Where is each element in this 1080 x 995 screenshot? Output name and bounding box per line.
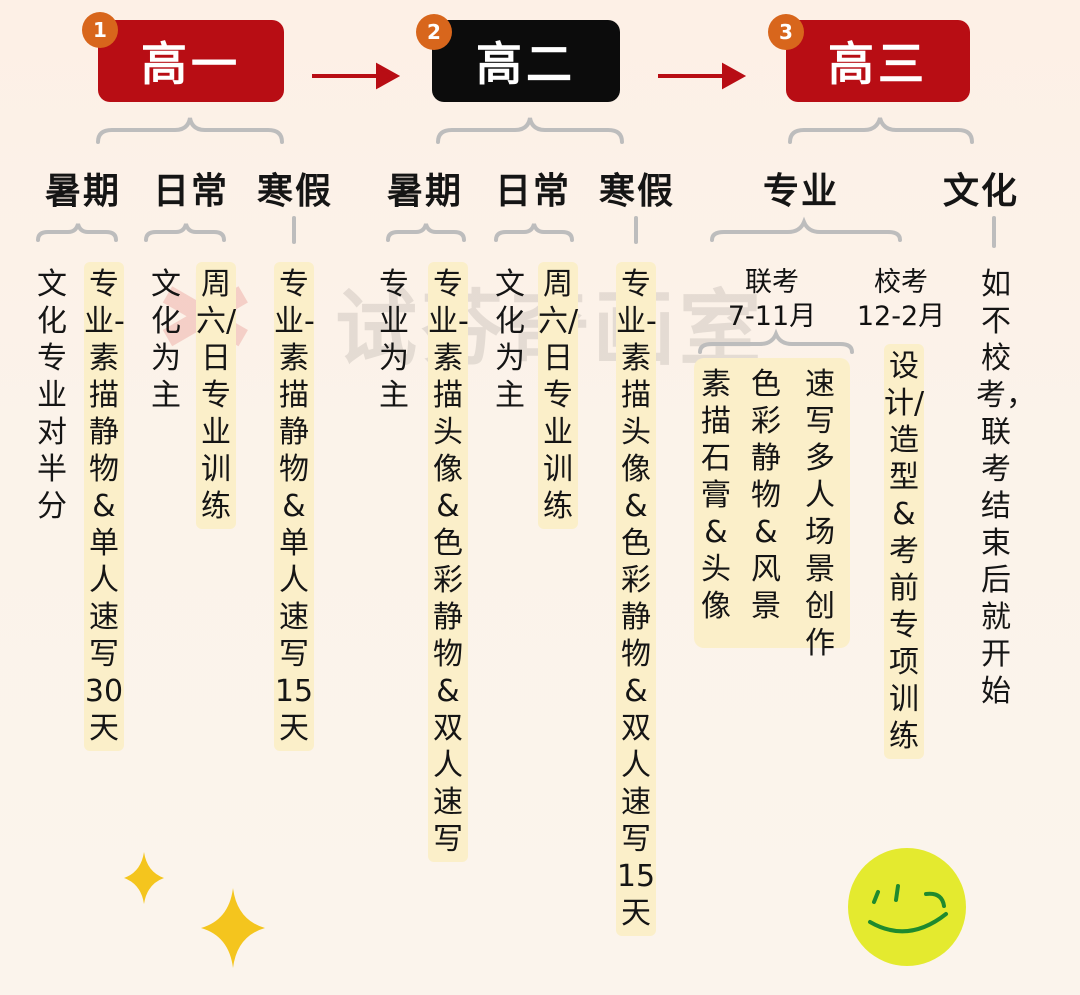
g2-summer-text-2: 专业-素描头像&色彩静物&双人速写 <box>428 262 469 862</box>
brace-icon <box>710 216 902 242</box>
g1-summer-text-1: 文化专业对半分 <box>37 267 67 524</box>
brace-icon <box>436 117 624 144</box>
joint-text-2: 色彩静物&风景 <box>751 367 781 624</box>
g2-summer-label: 暑期 <box>386 171 463 212</box>
g1-daily-text-2: 周六/日专业训练 <box>196 262 236 529</box>
arrow-right-icon <box>312 62 401 90</box>
brace-icon <box>144 223 226 242</box>
g2-winter-text: 专业-素描头像&色彩静物&双人速写15天 <box>616 262 657 936</box>
g1-summer-label: 暑期 <box>44 171 121 212</box>
sparkle-icon <box>201 888 265 968</box>
g2-daily-text-2: 周六/日专业训练 <box>538 262 578 529</box>
grade-1-box: 高一 <box>98 20 284 102</box>
g1-winter-text: 专业-素描静物&单人速写15天 <box>274 262 315 751</box>
brace-icon <box>96 117 284 144</box>
brace-icon <box>698 328 854 354</box>
g2-winter-label: 寒假 <box>598 171 675 212</box>
school-exam-label: 校考 12-2月 <box>848 266 954 334</box>
joint-exam-highlight <box>694 358 850 648</box>
culture-text: 如不校考，联考结束后就开始 <box>976 267 1036 709</box>
joint-exam-title: 联考 <box>745 267 799 298</box>
g3-culture-label: 文化 <box>942 171 1019 212</box>
g3-major-label: 专业 <box>762 171 839 212</box>
grade-2-badge: 2 <box>416 14 452 50</box>
g2-summer-text-1: 专业为主 <box>379 267 409 413</box>
grade-1-badge: 1 <box>82 12 118 48</box>
grade-3-title: 高三 <box>828 37 928 91</box>
smiley-icon <box>848 848 966 966</box>
brace-icon <box>36 223 118 242</box>
g2-daily-label: 日常 <box>494 171 571 212</box>
grade-3-box: 高三 <box>786 20 970 102</box>
g2-daily-text-1: 文化为主 <box>495 267 525 413</box>
joint-text-3: 速写多人场景创作 <box>805 367 835 661</box>
brace-icon <box>386 223 466 242</box>
joint-exam-label: 联考 7-11月 <box>712 266 832 334</box>
g1-daily-text-1: 文化为主 <box>151 267 181 413</box>
grade-2-box: 高二 <box>432 20 620 102</box>
grade-2-title: 高二 <box>476 37 576 91</box>
grade-1-title: 高一 <box>141 37 241 91</box>
grade-3-badge: 3 <box>768 14 804 50</box>
g1-winter-label: 寒假 <box>256 171 333 212</box>
brace-icon <box>494 223 574 242</box>
school-exam-title: 校考 <box>874 267 928 298</box>
school-exam-time: 12-2月 <box>856 301 946 332</box>
g1-daily-label: 日常 <box>152 171 229 212</box>
brace-icon <box>788 117 974 144</box>
arrow-right-icon <box>658 62 747 90</box>
sparkle-icon <box>124 852 164 904</box>
g1-summer-text-2: 专业-素描静物&单人速写30天 <box>84 262 125 751</box>
school-exam-text: 设计/造型&考前专项训练 <box>884 344 924 759</box>
joint-text-1: 素描石膏&头像 <box>701 367 731 624</box>
joint-exam-time: 7-11月 <box>727 301 817 332</box>
